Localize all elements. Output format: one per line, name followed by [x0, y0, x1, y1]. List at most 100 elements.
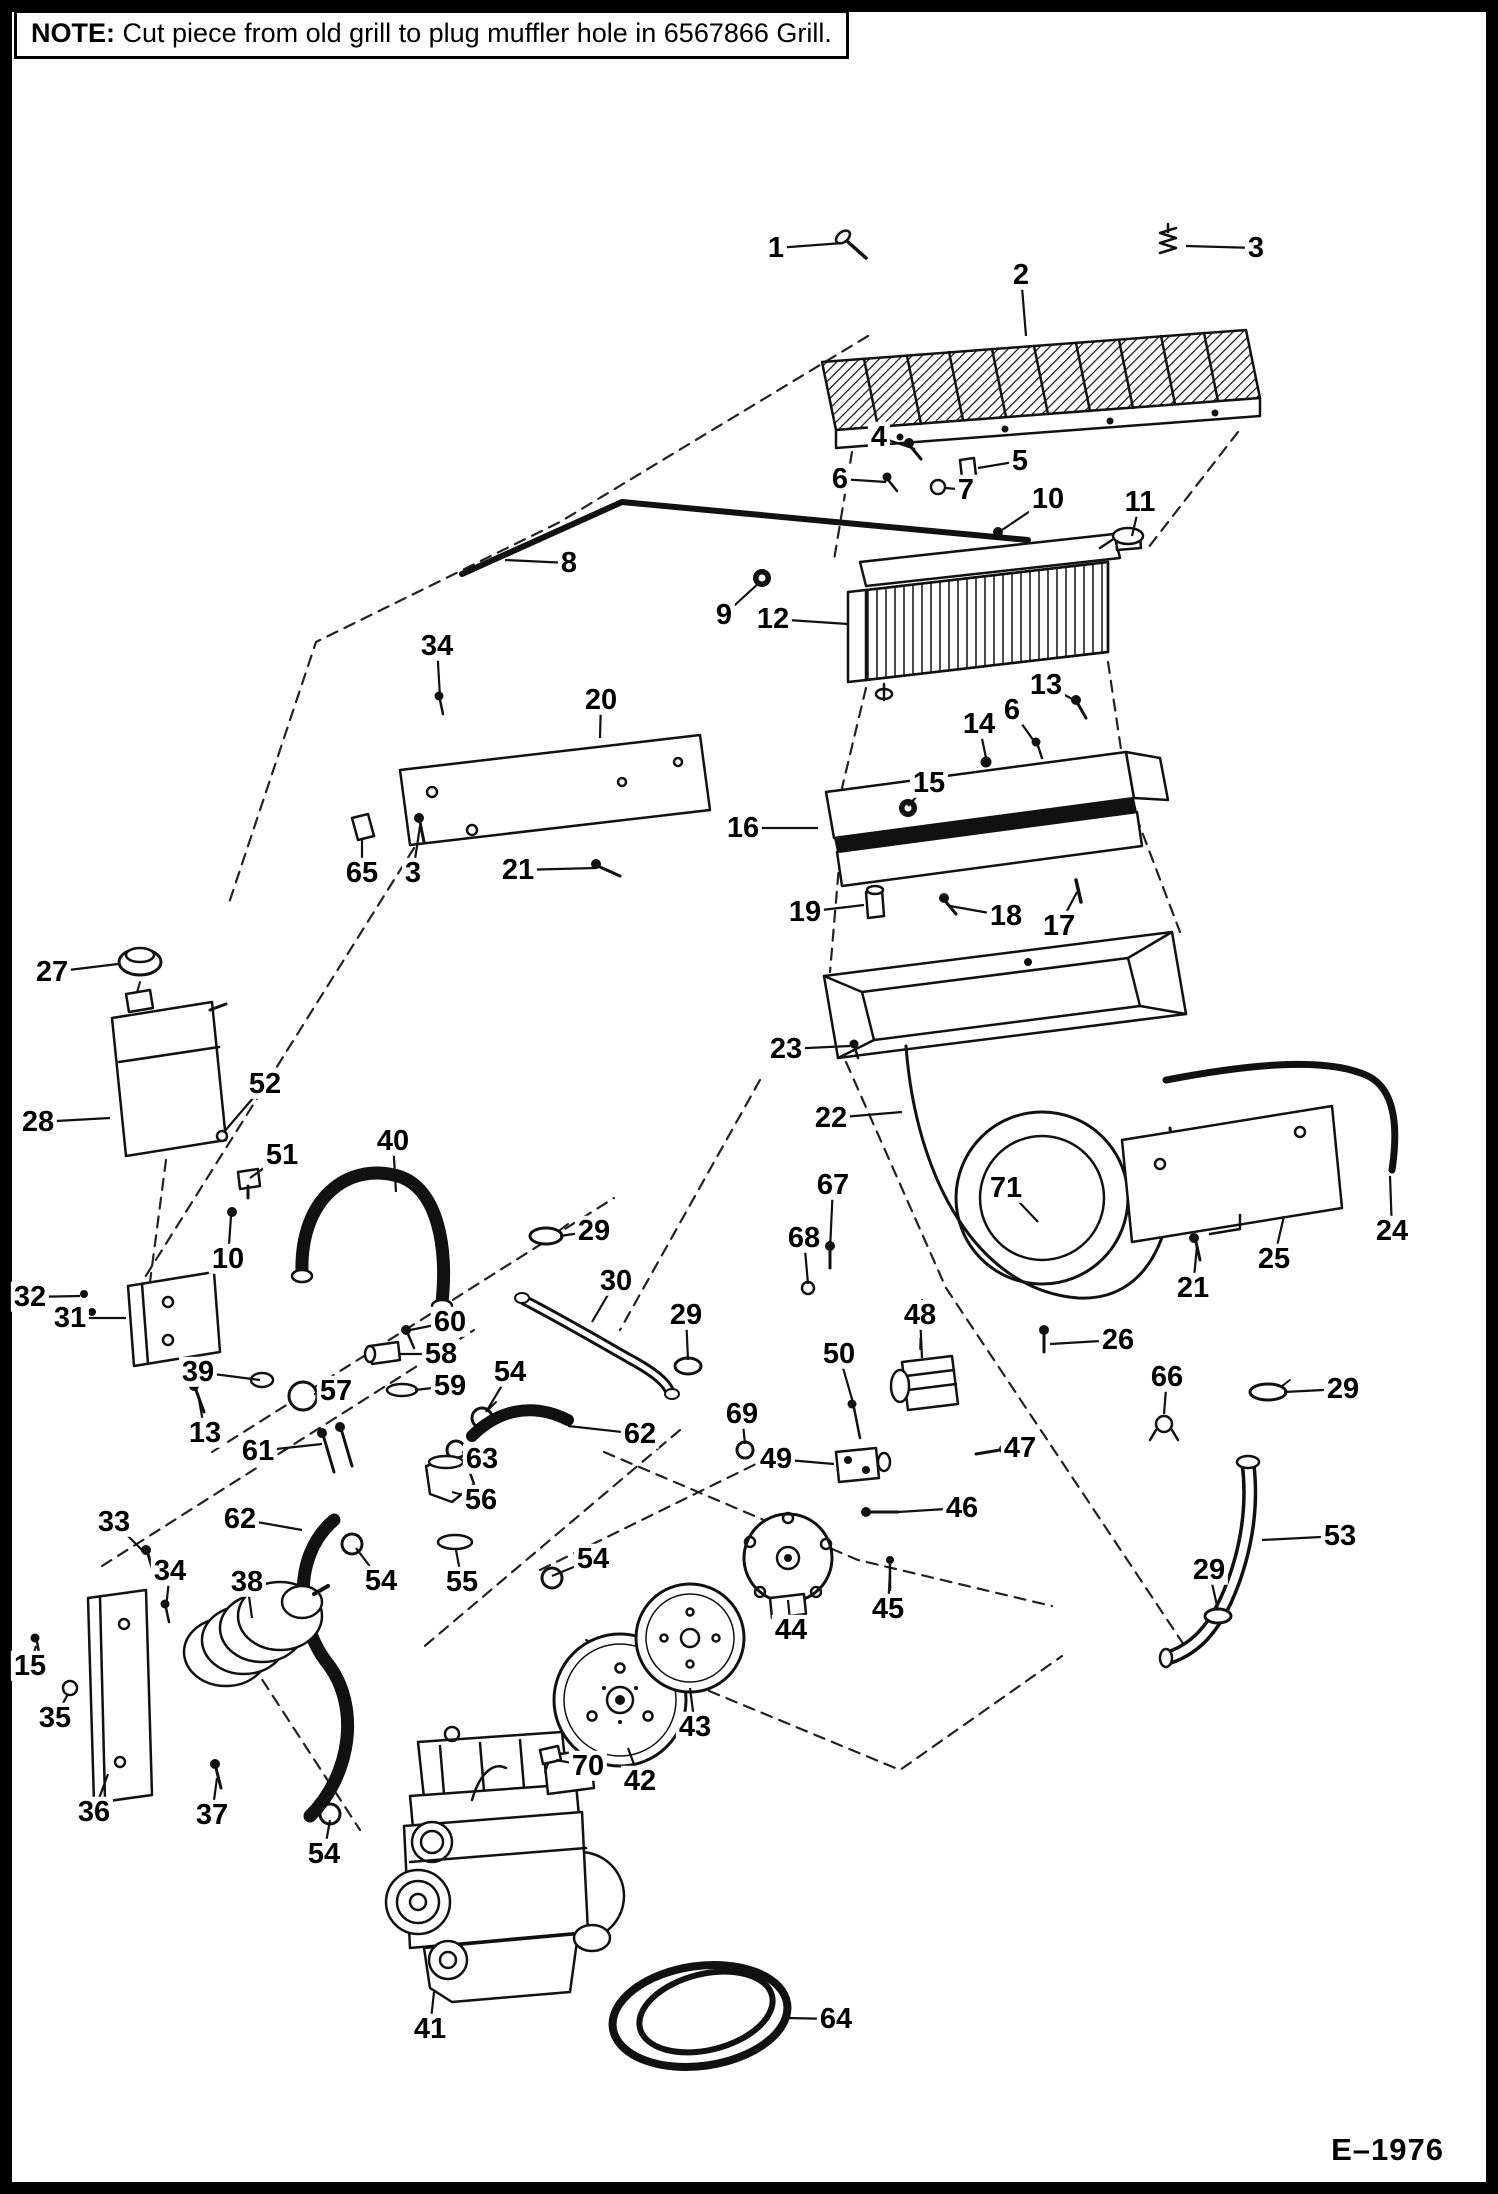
- callout-54-50: 54: [490, 1356, 530, 1387]
- oil-cooler-part: [182, 1580, 330, 1688]
- callout-26-38: 26: [1098, 1324, 1138, 1355]
- callout-29-40: 29: [574, 1215, 614, 1246]
- callout-36-65: 36: [74, 1796, 114, 1827]
- clip-66-part: [1148, 1414, 1180, 1442]
- grill-part: [820, 328, 1262, 450]
- callout-32-43: 32: [10, 1281, 50, 1312]
- callout-10-7: 10: [1028, 483, 1068, 514]
- bracket-31-part: [80, 1270, 222, 1414]
- callout-17-24: 17: [1039, 910, 1079, 941]
- callout-56-54: 56: [461, 1484, 501, 1515]
- callout-63-52: 63: [462, 1443, 502, 1474]
- callout-22-31: 22: [811, 1102, 851, 1133]
- callout-52-27: 52: [245, 1068, 285, 1099]
- rear-panel-part: [350, 691, 712, 878]
- callout-3-2: 3: [1244, 232, 1268, 263]
- callout-44-71: 44: [771, 1614, 811, 1645]
- callout-68-37: 68: [784, 1222, 824, 1253]
- callout-39-45: 39: [178, 1356, 218, 1387]
- support-rod-part: [459, 499, 1031, 587]
- callout-54-62: 54: [573, 1543, 613, 1574]
- callout-34-58: 34: [150, 1555, 190, 1586]
- tube-30-part: [514, 1223, 703, 1400]
- callout-29-82: 29: [1189, 1554, 1229, 1585]
- callout-37-66: 37: [192, 1799, 232, 1830]
- callout-62-57: 62: [220, 1503, 260, 1534]
- callout-18-23: 18: [986, 900, 1026, 931]
- callout-35-64: 35: [35, 1702, 75, 1733]
- note-label: NOTE:: [31, 18, 115, 48]
- callout-29-80: 29: [1323, 1373, 1363, 1404]
- callout-66-79: 66: [1147, 1361, 1187, 1392]
- callout-28-26: 28: [18, 1106, 58, 1137]
- callout-24-33: 24: [1372, 1215, 1412, 1246]
- callout-42-69: 42: [620, 1765, 660, 1796]
- reservoir-part: [110, 946, 262, 1217]
- callout-4-3: 4: [867, 421, 891, 452]
- callout-58-47: 58: [421, 1338, 461, 1369]
- thermostat-parts: [249, 1325, 574, 1590]
- callout-6-5: 6: [828, 463, 852, 494]
- callout-21-21: 21: [498, 854, 538, 885]
- callout-14-14: 14: [959, 708, 999, 739]
- callout-29-42: 29: [666, 1299, 706, 1330]
- alternator-part: [889, 1354, 960, 1412]
- callout-65-19: 65: [342, 857, 382, 888]
- callout-50-76: 50: [819, 1338, 859, 1369]
- callout-10-29: 10: [208, 1243, 248, 1274]
- callout-47-78: 47: [1000, 1432, 1040, 1463]
- callout-62-51: 62: [620, 1418, 660, 1449]
- callout-15-17: 15: [909, 767, 949, 798]
- callout-53-81: 53: [1320, 1520, 1360, 1551]
- callout-54-60: 54: [361, 1565, 401, 1596]
- callout-7-6: 7: [954, 474, 978, 505]
- callout-33-56: 33: [94, 1506, 134, 1537]
- callout-41-83: 41: [410, 2013, 450, 2044]
- callout-12-11: 12: [753, 603, 793, 634]
- callout-9-10: 9: [712, 599, 736, 630]
- callout-8-9: 8: [557, 547, 581, 578]
- callout-30-41: 30: [596, 1265, 636, 1296]
- callout-16-18: 16: [723, 812, 763, 843]
- belt-part: [608, 1960, 792, 2072]
- callout-23-30: 23: [766, 1033, 806, 1064]
- callout-43-70: 43: [675, 1711, 715, 1742]
- callout-31-44: 31: [50, 1302, 90, 1333]
- note-box: NOTE: Cut piece from old grill to plug m…: [14, 10, 849, 59]
- callout-13-55: 13: [185, 1417, 225, 1448]
- callout-69-74: 69: [722, 1398, 762, 1429]
- callout-70-68: 70: [568, 1750, 608, 1781]
- callout-54-67: 54: [304, 1838, 344, 1869]
- callout-1-0: 1: [764, 232, 788, 263]
- callout-55-61: 55: [442, 1566, 482, 1597]
- engine-part: [384, 1725, 626, 2004]
- callout-34-15: 34: [417, 630, 457, 661]
- callout-46-73: 46: [942, 1492, 982, 1523]
- callout-45-72: 45: [868, 1593, 908, 1624]
- callout-59-48: 59: [430, 1370, 470, 1401]
- callout-60-46: 60: [430, 1306, 470, 1337]
- callout-19-22: 19: [785, 896, 825, 927]
- callout-38-59: 38: [227, 1566, 267, 1597]
- callout-11-8: 11: [1121, 486, 1159, 517]
- callout-3-20: 3: [401, 857, 425, 888]
- callout-61-53: 61: [238, 1435, 278, 1466]
- callout-51-28: 51: [262, 1139, 302, 1170]
- callout-20-16: 20: [581, 684, 621, 715]
- upper-support-part: [824, 750, 1170, 920]
- callout-5-4: 5: [1008, 445, 1032, 476]
- figure-reference: E–1976: [1331, 2132, 1444, 2167]
- radiator-part: [846, 526, 1145, 702]
- lower-hose-part: [296, 1513, 364, 1826]
- note-text: Cut piece from old grill to plug muffler…: [122, 18, 832, 48]
- callout-6-13: 6: [1000, 694, 1024, 725]
- callout-2-1: 2: [1009, 259, 1033, 290]
- bracket-36-part: [30, 1545, 223, 1805]
- callout-57-49: 57: [316, 1375, 356, 1406]
- callout-64-84: 64: [816, 2003, 856, 2034]
- callout-49-75: 49: [756, 1443, 796, 1474]
- callout-67-36: 67: [813, 1169, 853, 1200]
- lower-tray-part: [822, 930, 1188, 1060]
